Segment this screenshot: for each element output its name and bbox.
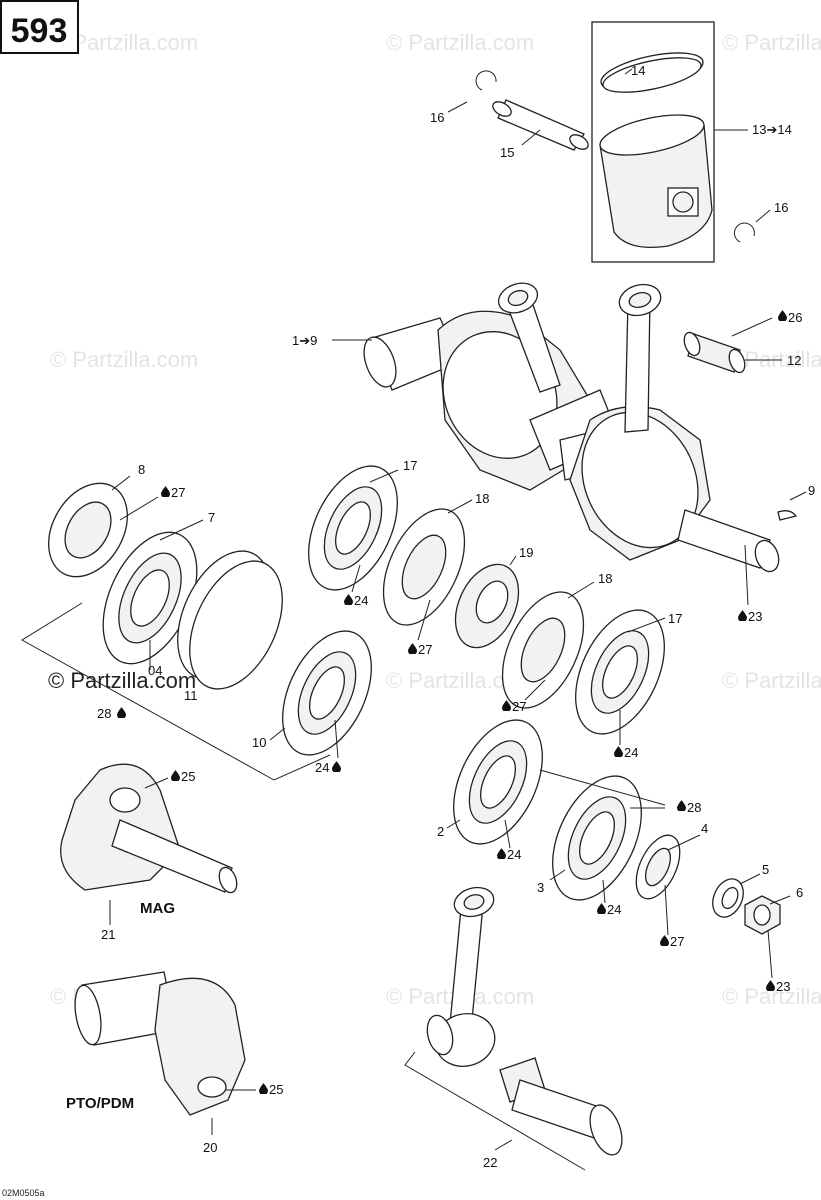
callout-15: 15	[500, 145, 514, 160]
callout-6: 6	[796, 885, 803, 900]
diagram-code: 02M0505a	[2, 1188, 45, 1198]
oil-drop-icon	[502, 700, 511, 711]
callout-16: 16	[430, 110, 444, 125]
callout-7: 7	[208, 510, 215, 525]
leader-lines	[21, 101, 807, 1171]
oil-drop-icon	[738, 610, 747, 621]
oil-seal	[501, 591, 585, 709]
washer	[712, 878, 744, 918]
callout-2: 2	[437, 824, 444, 839]
callout-16: 16	[774, 200, 788, 215]
callout-24: 24	[607, 902, 621, 917]
oil-drop-icon	[332, 761, 341, 772]
callout-24: 24	[354, 593, 368, 608]
hex-nut	[744, 895, 781, 935]
circlip	[733, 222, 755, 243]
callout-13-14: 13➔14	[752, 122, 792, 137]
oil-seal	[635, 834, 681, 900]
ball-bearing	[552, 775, 642, 901]
ball-bearing	[575, 609, 665, 735]
oil-drop-icon	[677, 800, 686, 811]
piston-pin	[492, 99, 589, 151]
oil-drop-icon	[117, 707, 126, 718]
callout-23: 23	[748, 609, 762, 624]
oil-drop-icon	[497, 848, 506, 859]
mag-crank-half	[60, 763, 238, 894]
woodruff-key	[777, 510, 798, 521]
callout-14: 14	[631, 63, 645, 78]
callout-27: 27	[512, 699, 526, 714]
callout-17: 17	[403, 458, 417, 473]
watermark-text: © Partzilla.com	[386, 30, 534, 55]
callout-24: 24	[315, 760, 329, 775]
page-number: 593	[11, 12, 68, 50]
callout-3: 3	[537, 880, 544, 895]
oil-drop-icon	[259, 1083, 268, 1094]
callout-19: 19	[519, 545, 533, 560]
callout-22: 22	[483, 1155, 497, 1170]
callout-24: 24	[507, 847, 521, 862]
callout-labels: 14 16 13➔14 15 16 1➔9 26 12 9 8 27 7 17 …	[2, 63, 815, 1198]
watermark-text: © Partzilla.com	[722, 30, 821, 55]
pto-crank-half	[74, 971, 246, 1116]
oil-seal	[382, 508, 466, 626]
callout-27: 27	[670, 934, 684, 949]
watermark-text: © Partzilla.com	[722, 668, 821, 693]
circlip	[475, 70, 497, 91]
oil-drop-icon	[660, 935, 669, 946]
ball-bearing	[102, 531, 198, 665]
needle-bearing	[683, 331, 746, 374]
callout-23: 23	[776, 979, 790, 994]
piston-kit-box	[591, 21, 748, 263]
callout-4: 4	[701, 821, 708, 836]
callout-10: 10	[252, 735, 266, 750]
oil-drop-icon	[161, 486, 170, 497]
oil-seal	[48, 482, 128, 578]
oil-drop-icon	[171, 770, 180, 781]
callout-27: 27	[418, 642, 432, 657]
callout-28: 28	[97, 706, 111, 721]
watermark-text: © Partzilla.com	[50, 347, 198, 372]
ball-bearing	[308, 465, 398, 591]
callout-04: 04	[148, 663, 162, 678]
callout-26: 26	[788, 310, 802, 325]
callout-1-9: 1➔9	[292, 333, 317, 348]
oil-drop-icon	[344, 594, 353, 605]
oil-drop-icon	[597, 903, 606, 914]
retaining-ring	[177, 550, 283, 690]
ball-bearing	[453, 719, 543, 845]
callout-28: 28	[687, 800, 701, 815]
callout-24: 24	[624, 745, 638, 760]
callout-18: 18	[475, 491, 489, 506]
oil-drop-icon	[614, 746, 623, 757]
callout-17: 17	[668, 611, 682, 626]
callout-27: 27	[171, 485, 185, 500]
callout-9: 9	[808, 483, 815, 498]
callout-8: 8	[138, 462, 145, 477]
callout-20: 20	[203, 1140, 217, 1155]
oil-drop-icon	[778, 310, 787, 321]
watermark-text-prominent: © Partzilla.com	[48, 668, 196, 693]
callout-18: 18	[598, 571, 612, 586]
callout-11: 11	[184, 688, 198, 703]
callout-12: 12	[787, 353, 801, 368]
ball-bearing	[282, 630, 372, 756]
mag-caption: MAG	[140, 900, 175, 917]
page-number-box: 593	[0, 0, 79, 54]
callout-25: 25	[269, 1082, 283, 1097]
crankshaft-assembly	[363, 282, 780, 573]
oil-drop-icon	[766, 980, 775, 991]
oil-drop-icon	[408, 643, 417, 654]
callout-21: 21	[101, 927, 115, 942]
connecting-rod-kit	[426, 886, 623, 1156]
callout-5: 5	[762, 862, 769, 877]
callout-25: 25	[181, 769, 195, 784]
pto-caption: PTO/PDM	[66, 1095, 134, 1112]
drive-gear	[454, 563, 520, 649]
